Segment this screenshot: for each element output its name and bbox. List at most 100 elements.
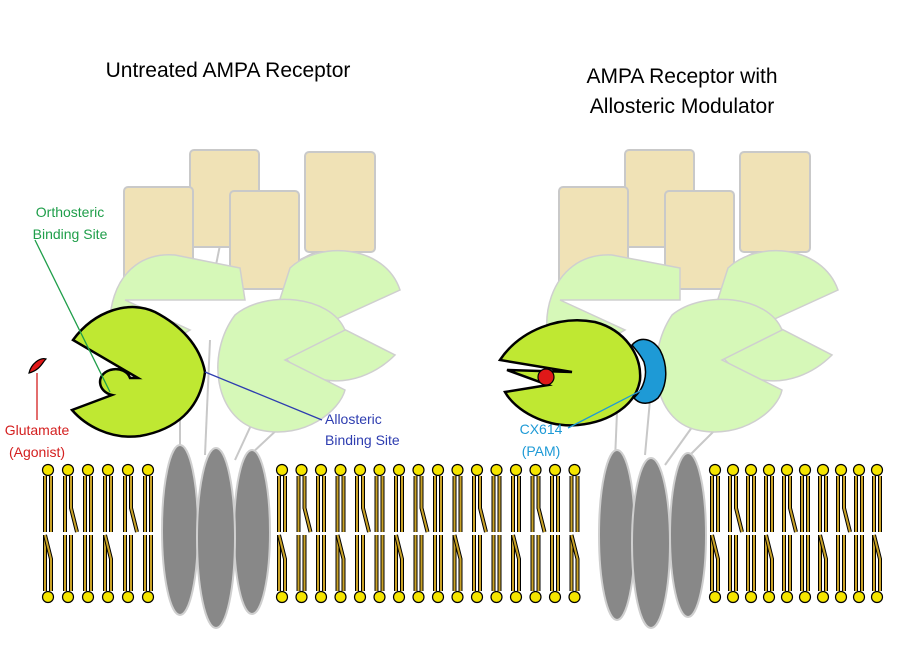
lipid-molecule: [798, 463, 812, 532]
lipid-molecule: [61, 463, 79, 533]
right-glutamate: [537, 368, 555, 386]
lipid-molecule: [41, 463, 55, 532]
lipid-molecule: [490, 535, 503, 604]
lipid-molecule: [490, 463, 503, 532]
lipid-molecule: [568, 534, 581, 604]
lipid-molecule: [101, 463, 115, 532]
lipid-molecule: [392, 534, 406, 604]
lipid-molecule: [275, 463, 289, 532]
lipid-molecule: [708, 463, 722, 532]
lipid-molecule: [275, 534, 289, 604]
lipid-bilayer-left: [41, 463, 155, 604]
lipid-molecule: [470, 463, 488, 533]
lipid-molecule: [295, 463, 313, 533]
lipid-molecule: [353, 535, 367, 604]
lipid-molecule: [141, 463, 155, 532]
lipid-molecule: [470, 535, 484, 604]
lipid-molecule: [101, 534, 115, 604]
allosteric-label-line-2: Binding Site: [325, 432, 400, 448]
left-tmd-2: [233, 449, 271, 615]
right-panel-title-line-2: Allosteric Modulator: [590, 95, 774, 118]
left-atd-box-4: [229, 190, 300, 290]
lipid-molecule: [798, 535, 812, 604]
cx614-pam: [631, 338, 667, 404]
lipid-molecule: [81, 535, 95, 604]
lipid-molecule: [314, 463, 328, 532]
right-tmd: [598, 449, 707, 629]
lipid-molecule: [412, 463, 430, 533]
lipid-molecule: [412, 535, 425, 604]
right-panel-title-line-1: AMPA Receptor with: [586, 65, 777, 88]
lipid-molecule: [373, 463, 386, 532]
right-tmd-3: [631, 457, 671, 629]
right-lbd-active: [497, 319, 642, 427]
lipid-molecule: [548, 463, 562, 532]
lipid-molecule: [816, 463, 830, 532]
left-tmd-1: [161, 444, 199, 616]
lipid-molecule: [529, 535, 542, 604]
right-receptor: [497, 149, 839, 629]
lipid-molecule: [852, 535, 866, 604]
lipid-molecule: [529, 463, 547, 533]
lipid-molecule: [451, 534, 464, 604]
glutamate-label-line-1: Glutamate: [5, 422, 70, 438]
lipid-molecule: [780, 463, 798, 533]
lipid-molecule: [870, 463, 884, 532]
lipid-molecule: [708, 534, 722, 604]
lipid-molecule: [334, 534, 347, 604]
lipid-molecule: [744, 535, 758, 604]
lipid-molecule: [780, 535, 794, 604]
allosteric-leader: [204, 371, 323, 421]
left-tmd: [161, 444, 271, 629]
right-atd-box-2: [739, 151, 811, 253]
lipid-molecule: [548, 535, 562, 604]
lipid-molecule: [509, 463, 523, 532]
lipid-molecule: [121, 463, 139, 533]
lipid-molecule: [762, 534, 776, 604]
lipid-molecule: [392, 463, 406, 532]
left-receptor: [28, 149, 401, 629]
right-tmd-1: [598, 449, 636, 621]
lipid-molecule: [61, 535, 75, 604]
lipid-molecule: [744, 463, 758, 532]
lipid-molecule: [334, 463, 347, 532]
orthosteric-label-line-2: Binding Site: [33, 226, 108, 242]
lipid-molecule: [431, 463, 445, 532]
lipid-molecule: [295, 535, 308, 604]
lipid-molecule: [81, 463, 95, 532]
lipid-molecule: [834, 463, 852, 533]
left-panel-title: Untreated AMPA Receptor: [106, 59, 351, 82]
left-glutamate: [28, 358, 48, 374]
lipid-molecule: [373, 535, 386, 604]
lipid-molecule: [141, 535, 155, 604]
left-lbd-pale-3: [217, 298, 346, 433]
orthosteric-leader: [34, 239, 111, 393]
orthosteric-label-line-1: Orthosteric: [36, 204, 104, 220]
lipid-bilayer-right: [708, 463, 884, 604]
left-lbd-active: [69, 305, 207, 438]
lipid-molecule: [834, 535, 848, 604]
left-atd-box-2: [304, 151, 376, 253]
allosteric-label-line-1: Allosteric: [325, 411, 382, 427]
cx614-label-line-2: (PAM): [522, 443, 561, 459]
glutamate-label-line-2: (Agonist): [9, 444, 65, 460]
left-lbd-pale: [109, 249, 401, 433]
lipid-molecule: [870, 534, 884, 604]
lipid-molecule: [762, 463, 776, 532]
lipid-molecule: [451, 463, 464, 532]
cx614-label-line-1: CX614: [520, 421, 563, 437]
lipid-molecule: [431, 535, 445, 604]
lipid-bilayer-middle: [275, 463, 581, 604]
lipid-molecule: [816, 534, 830, 604]
right-tmd-2: [669, 452, 707, 618]
left-tmd-3: [196, 447, 236, 629]
lipid-molecule: [568, 463, 581, 532]
lipid-molecule: [314, 535, 328, 604]
lipid-molecule: [852, 463, 866, 532]
lipid-molecule: [509, 534, 523, 604]
lipid-molecule: [353, 463, 371, 533]
lipid-molecule: [726, 463, 744, 533]
right-atd-box-4: [664, 190, 735, 290]
cx614-leader: [567, 389, 643, 429]
